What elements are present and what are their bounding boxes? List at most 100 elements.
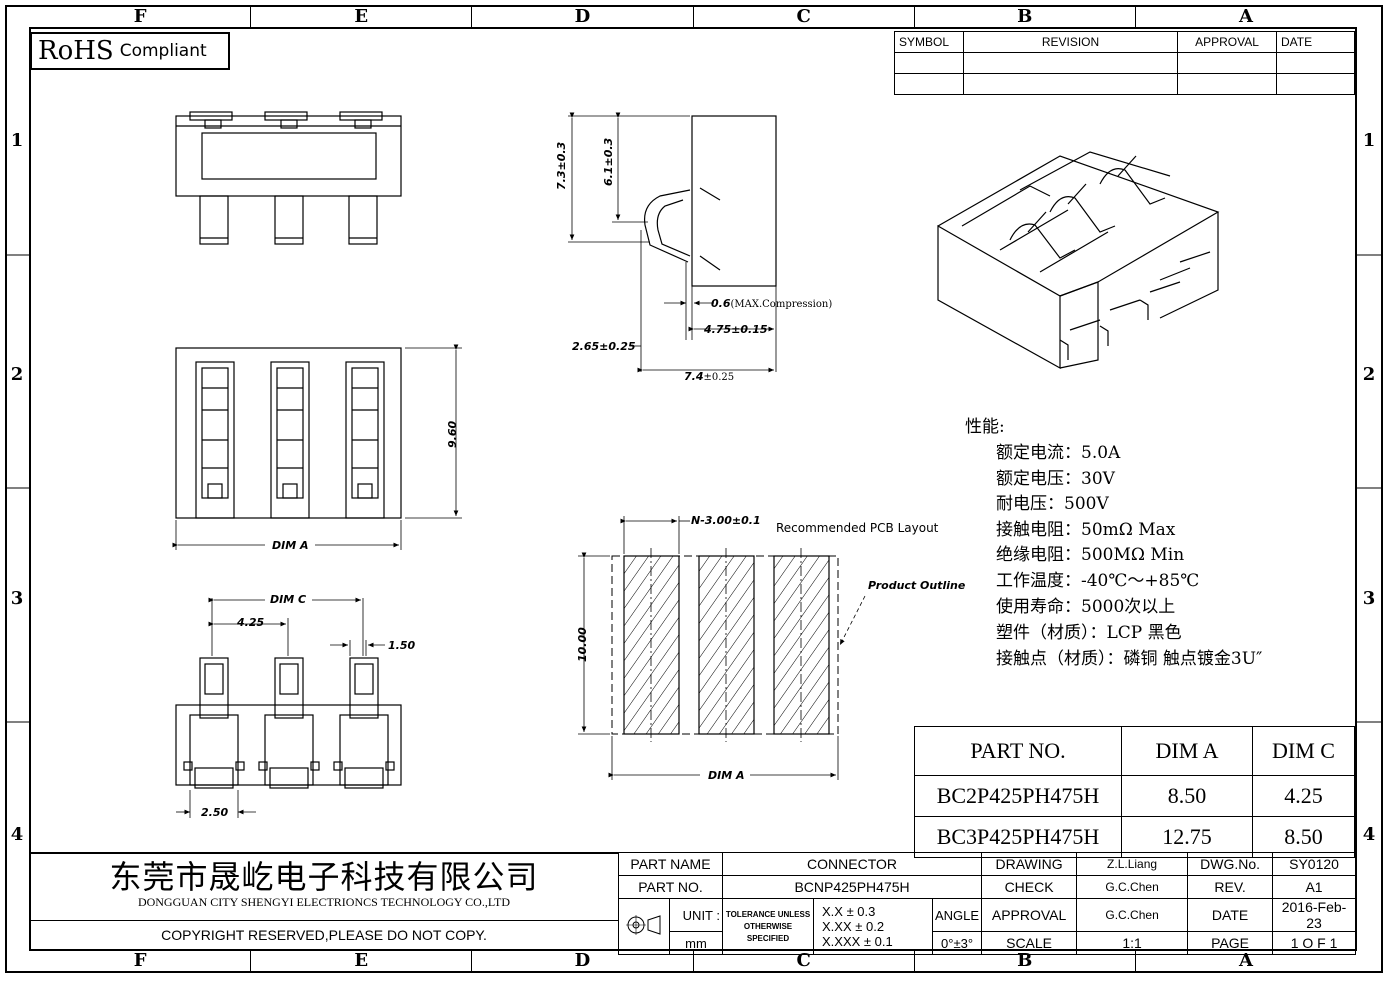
col-label: A	[1134, 6, 1356, 28]
angle-value: 0°±3°	[931, 931, 983, 955]
dim-7-4-tol: ±0.25	[703, 372, 735, 383]
pcb-height: 10.00	[576, 627, 589, 662]
approval-label: APPROVAL	[981, 898, 1078, 932]
rev-value: A1	[1272, 875, 1356, 899]
dim-2-65: 2.65±0.25	[572, 340, 636, 353]
dim-table-cell: BC2P425PH475H	[914, 775, 1122, 817]
dwg-label: DWG.No.	[1187, 852, 1274, 876]
spec-item: 绝缘电阻：500MΩ Min	[996, 545, 1185, 565]
row-label: 3	[1362, 588, 1376, 609]
approval-value: G.C.Chen	[1076, 898, 1189, 932]
dim-table-header: DIM A	[1121, 726, 1253, 776]
col-label: D	[471, 950, 692, 972]
dim-6-1: 6.1±0.3	[602, 137, 615, 186]
dim-7-3: 7.3±0.3	[555, 141, 568, 190]
col-label: C	[692, 6, 914, 28]
dim-4-25: 4.25	[237, 616, 265, 629]
dim-0-6-group: 0.6(MAX.Compression)	[711, 297, 832, 310]
spec-item: 使用寿命：5000次以上	[996, 597, 1176, 617]
col-label: F	[133, 6, 147, 27]
part-no-value: BCNP425PH475H	[721, 875, 983, 899]
rev-label: REV.	[1187, 875, 1274, 899]
drawing-value: Z.L.Liang	[1076, 852, 1189, 876]
col-label: C	[692, 950, 914, 972]
dimension-table: PART NO. DIM A DIM C BC2P425PH475H 8.50 …	[914, 726, 1355, 858]
tolerance-values: X.X ± 0.3 X.XX ± 0.2 X.XXX ± 0.1	[813, 898, 933, 955]
drawing-label: DRAWING	[981, 852, 1078, 876]
spec-item: 塑件（材质）：LCP 黑色	[996, 623, 1182, 643]
spec-item: 工作温度：-40℃～+85℃	[996, 571, 1200, 591]
side-view	[568, 112, 777, 373]
col-label: F	[133, 950, 147, 971]
pcb-layout	[578, 516, 866, 780]
row-label: 2	[1362, 364, 1376, 385]
tolerance-note-line2: OTHERWISE SPECIFIED	[743, 921, 793, 943]
unit-label: UNIT :	[669, 898, 723, 932]
copyright-notice: COPYRIGHT RESERVED,PLEASE DO NOT COPY.	[30, 920, 618, 950]
row-label: 2	[10, 364, 24, 385]
spec-item: 额定电流：5.0A	[996, 443, 1121, 463]
part-name-label: PART NAME	[618, 852, 723, 876]
spec-item: 耐电压：500V	[996, 494, 1109, 514]
pcb-dim-a: DIM A	[708, 769, 745, 782]
title-block: PART NAME CONNECTOR DRAWING Z.L.Liang DW…	[618, 852, 1356, 955]
column-labels-top: F E D C B A	[30, 6, 1356, 28]
front-view	[175, 111, 402, 245]
part-no-label: PART NO.	[618, 875, 723, 899]
tolerance-3: X.XXX ± 0.1	[822, 934, 893, 949]
dim-7-4-group: 7.4±0.25	[684, 365, 734, 384]
dim-table-header: PART NO.	[914, 726, 1122, 776]
rev-header-revision: REVISION	[963, 31, 1178, 53]
pcb-title: Recommended PCB Layout	[776, 521, 939, 535]
spec-item: 接触电阻：50mΩ Max	[996, 520, 1176, 540]
revision-table: SYMBOL REVISION APPROVAL DATE	[894, 31, 1355, 95]
dim-table-cell: 8.50	[1252, 816, 1355, 858]
company-block: 东莞市晟屹电子科技有限公司 DONGGUAN CITY SHENGYI ELEC…	[30, 852, 618, 920]
dwg-value: SY0120	[1272, 852, 1356, 876]
spec-title: 性能:	[965, 417, 1005, 437]
col-label: E	[250, 950, 471, 972]
company-name-en: DONGGUAN CITY SHENGYI ELECTRIONCS TECHNO…	[137, 895, 511, 909]
row-label: 1	[10, 130, 24, 151]
dim-7-4: 7.4	[684, 370, 704, 383]
company-name-cn: 东莞市晟屹电子科技有限公司	[109, 858, 539, 896]
bottom-view	[175, 597, 402, 818]
dim-table-header: DIM C	[1252, 726, 1355, 776]
top-view	[172, 344, 462, 550]
angle-label: ANGLE	[931, 898, 983, 932]
product-outline-label: Product Outline	[868, 579, 966, 592]
tolerance-note: TOLERANCE UNLESS OTHERWISE SPECIFIED	[722, 898, 814, 955]
col-label: A	[1134, 950, 1356, 972]
dim-table-cell: 4.25	[1252, 775, 1355, 817]
col-label: B	[913, 6, 1135, 28]
col-label: E	[250, 6, 471, 28]
scale-value: 1:1	[1076, 931, 1189, 955]
dim-9-60: 9.60	[446, 420, 459, 448]
tolerance-note-line1: TOLERANCE UNLESS	[725, 909, 811, 919]
date-value: 2016-Feb-23	[1272, 898, 1356, 932]
dim-table-cell: 8.50	[1121, 775, 1253, 817]
rohs-title: RoHS	[38, 36, 114, 66]
tolerance-1: X.X ± 0.3	[822, 904, 876, 919]
pcb-pitch: N-3.00±0.1	[691, 514, 761, 527]
unit-value: mm	[669, 931, 723, 955]
col-label: B	[913, 950, 1135, 972]
row-label: 1	[1362, 130, 1376, 151]
dim-table-cell: 12.75	[1121, 816, 1253, 858]
column-labels-bottom: F E D C B A	[30, 950, 1356, 972]
dim-0-6-note: (MAX.Compression)	[730, 299, 833, 310]
projection-icon	[626, 915, 661, 935]
dim-1-50: 1.50	[388, 639, 416, 652]
spec-item: 接触点（材质）：磷铜 触点镀金3U″	[996, 649, 1263, 669]
scale-label: SCALE	[981, 931, 1078, 955]
dim-0-6: 0.6	[711, 297, 731, 310]
rev-header-approval: APPROVAL	[1177, 31, 1277, 53]
row-label: 4	[1362, 824, 1376, 845]
spec-item: 额定电压：30V	[996, 469, 1115, 489]
row-label: 3	[10, 588, 24, 609]
isometric-view	[937, 151, 1220, 370]
col-label: D	[471, 6, 692, 28]
part-name-value: CONNECTOR	[721, 852, 983, 876]
projection-symbol	[618, 898, 670, 955]
